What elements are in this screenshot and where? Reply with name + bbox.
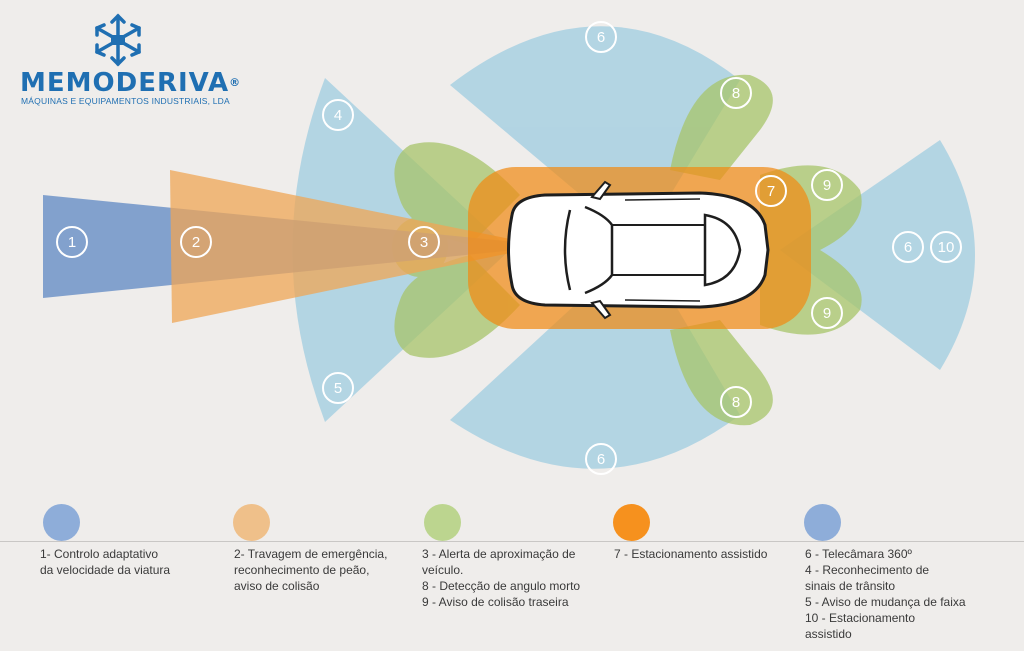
badge-1: 1 [68, 234, 76, 251]
legend-text-4: 7 - Estacionamento assistido [614, 547, 768, 561]
legend-dot-1 [43, 504, 80, 541]
logo-registered: ® [229, 76, 242, 89]
legend-dot-2 [233, 504, 270, 541]
legend-dot-5 [804, 504, 841, 541]
legend-text-3: 3 - Alerta de aproximação de veículo. 8 … [422, 547, 581, 609]
badge-9-top: 9 [823, 177, 831, 194]
car-top-view [507, 180, 770, 320]
badge-8-bottom: 8 [732, 394, 740, 411]
zone-8-blind-spot [670, 74, 773, 426]
legend-dot-3 [424, 504, 461, 541]
badge-9-bottom: 9 [823, 305, 831, 322]
legend-divider [0, 541, 1024, 542]
legend-text-1: 1- Controlo adaptativo da velocidade da … [40, 547, 171, 577]
badge-8-top: 8 [732, 85, 740, 102]
badge-7: 7 [767, 183, 775, 200]
badge-3: 3 [420, 234, 428, 251]
badge-2: 2 [192, 234, 200, 251]
badge-6-top: 6 [597, 29, 605, 46]
badge-5: 5 [334, 380, 342, 397]
badge-10: 10 [938, 239, 955, 256]
zone-2-aeb-beam [170, 170, 515, 323]
legend-dot-4 [613, 504, 650, 541]
badge-6-right: 6 [904, 239, 912, 256]
logo-subtitle: MÁQUINAS E EQUIPAMENTOS INDUSTRIAIS, LDA [21, 96, 230, 106]
badge-4: 4 [334, 107, 342, 124]
logo-wordmark: MEMODERIVA® [20, 70, 241, 96]
badge-6-bottom: 6 [597, 451, 605, 468]
logo-brand: MEMODERIVA [20, 68, 230, 98]
logo-snowflake-icon [95, 13, 141, 67]
legend-text-2: 2- Travagem de emergência, reconheciment… [234, 547, 388, 593]
legend-text-5: 6 - Telecâmara 360º 4 - Reconhecimento d… [805, 547, 966, 641]
